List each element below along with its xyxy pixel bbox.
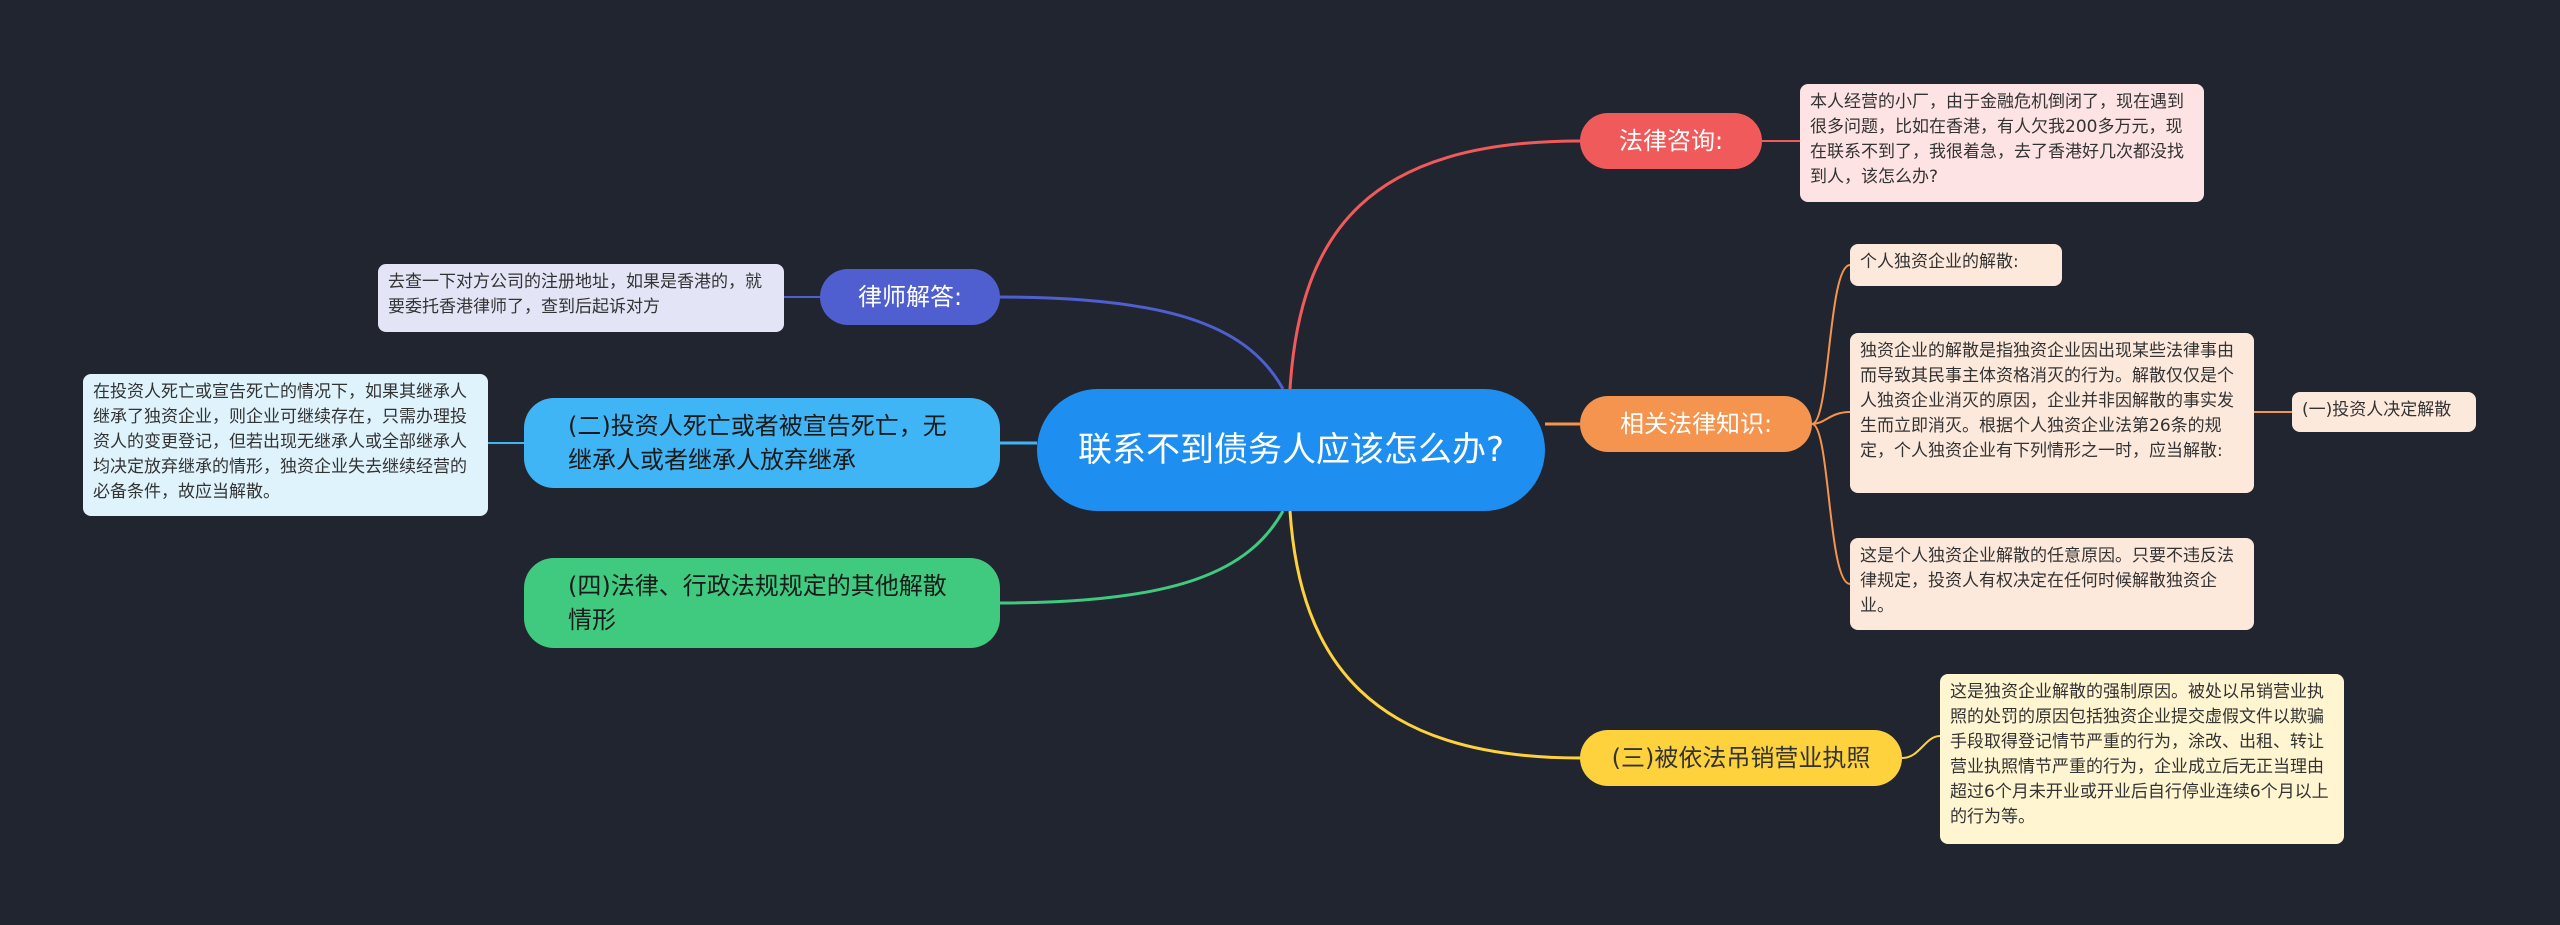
branch-other-cases-label: (四)法律、行政法规规定的其他解散情形: [568, 572, 947, 634]
revoked-license-detail-text: 这是独资企业解散的强制原因。被处以吊销营业执照的处罚的原因包括独资企业提交虚假文…: [1950, 682, 2329, 827]
legal-consult-detail-text: 本人经营的小厂，由于金融危机倒闭了，现在遇到很多问题，比如在香港，有人欠我200…: [1810, 92, 2184, 187]
related-law-item-3[interactable]: 这是个人独资企业解散的任意原因。只要不违反法律规定，投资人有权决定在任何时候解散…: [1850, 538, 2254, 630]
branch-lawyer-answer-label: 律师解答:: [857, 283, 963, 311]
related-law-item-3-text: 这是个人独资企业解散的任意原因。只要不违反法律规定，投资人有权决定在任何时候解散…: [1860, 546, 2234, 616]
related-law-sub-item-text: (一)投资人决定解散: [2302, 400, 2452, 420]
branch-related-law[interactable]: 相关法律知识:: [1580, 396, 1812, 452]
related-law-item-1[interactable]: 个人独资企业的解散:: [1850, 244, 2062, 286]
lawyer-answer-detail[interactable]: 去查一下对方公司的注册地址，如果是香港的，就要委托香港律师了，查到后起诉对方: [378, 264, 784, 332]
investor-death-detail-text: 在投资人死亡或宣告死亡的情况下，如果其继承人继承了独资企业，则企业可继续存在，只…: [93, 382, 467, 502]
branch-legal-consult[interactable]: 法律咨询:: [1580, 113, 1762, 169]
connector-root-revoked-license: [1288, 510, 1581, 760]
root-topic-text: 联系不到债务人应该怎么办?: [1077, 430, 1505, 470]
revoked-license-detail[interactable]: 这是独资企业解散的强制原因。被处以吊销营业执照的处罚的原因包括独资企业提交虚假文…: [1940, 674, 2344, 844]
connector-root-lawyer-answer: [999, 295, 1285, 390]
branch-investor-death-label: (二)投资人死亡或者被宣告死亡，无继承人或者继承人放弃继承: [568, 412, 947, 474]
related-law-item-2[interactable]: 独资企业的解散是指独资企业因出现某些法律事由而导致其民事主体资格消灭的行为。解散…: [1850, 333, 2254, 493]
legal-consult-detail[interactable]: 本人经营的小厂，由于金融危机倒闭了，现在遇到很多问题，比如在香港，有人欠我200…: [1800, 84, 2204, 202]
investor-death-detail[interactable]: 在投资人死亡或宣告死亡的情况下，如果其继承人继承了独资企业，则企业可继续存在，只…: [83, 374, 488, 516]
branch-other-cases[interactable]: (四)法律、行政法规规定的其他解散情形: [524, 558, 1000, 648]
branch-revoked-license[interactable]: (三)被依法吊销营业执照: [1580, 730, 1902, 786]
connector-related-law-item2: [1811, 411, 1851, 425]
connector-revoked-detail: [1901, 735, 1941, 759]
lawyer-answer-detail-text: 去查一下对方公司的注册地址，如果是香港的，就要委托香港律师了，查到后起诉对方: [388, 272, 762, 317]
related-law-item-1-text: 个人独资企业的解散:: [1860, 252, 2019, 272]
connector-root-legal-consult: [1288, 139, 1581, 390]
connector-root-other-cases: [999, 510, 1285, 605]
branch-lawyer-answer[interactable]: 律师解答:: [820, 269, 1000, 325]
connector-related-law-item1: [1811, 264, 1851, 425]
branch-related-law-label: 相关法律知识:: [1619, 410, 1773, 438]
branch-revoked-license-label: (三)被依法吊销营业执照: [1611, 744, 1871, 772]
related-law-item-2-text: 独资企业的解散是指独资企业因出现某些法律事由而导致其民事主体资格消灭的行为。解散…: [1860, 341, 2234, 461]
connector-related-law-item3: [1811, 423, 1851, 585]
branch-investor-death[interactable]: (二)投资人死亡或者被宣告死亡，无继承人或者继承人放弃继承: [524, 398, 1000, 488]
related-law-sub-item[interactable]: (一)投资人决定解散: [2292, 392, 2476, 432]
branch-legal-consult-label: 法律咨询:: [1618, 127, 1724, 155]
root-topic[interactable]: 联系不到债务人应该怎么办?: [1037, 389, 1545, 511]
